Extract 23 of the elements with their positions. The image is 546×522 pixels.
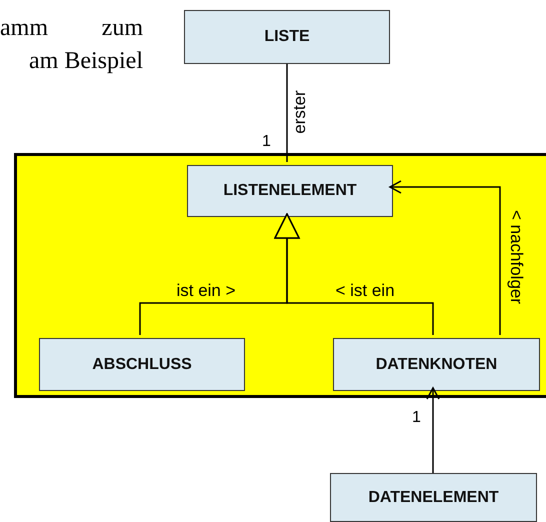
generalization-arrow [274,213,434,335]
multiplicity-label: 1 [412,408,421,428]
class-name: DATENKNOTEN [376,354,498,374]
class-box [330,473,537,522]
body-text: amm zum [0,14,143,42]
association-line [426,387,440,473]
association-line [389,180,501,335]
package-frame [14,153,546,398]
class-box [184,10,390,64]
class-name: LISTE [264,27,310,47]
class-name: LISTENELEMENT [223,181,357,201]
edge-label: erster [290,90,310,134]
body-text: am Beispiel [28,47,143,75]
class-box [187,165,393,217]
class-box [333,338,540,391]
edge-label: < ist ein [335,281,395,301]
edge-label: ist ein > [176,281,236,301]
class-name: DATENELEMENT [368,488,499,508]
association-line [286,64,288,162]
edge-label: < nachfolger [506,210,526,304]
class-box [39,338,245,391]
multiplicity-label: 1 [262,132,271,152]
class-name: ABSCHLUSS [92,354,192,374]
